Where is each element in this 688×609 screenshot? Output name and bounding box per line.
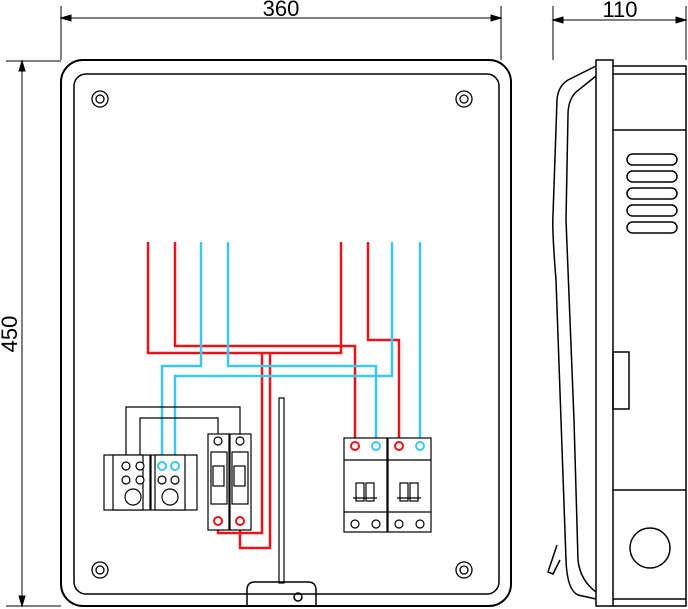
depth-dimension-label: 110	[602, 0, 637, 22]
live-wires	[146, 242, 401, 550]
width-dimension-label: 360	[263, 0, 300, 21]
front-view	[60, 59, 512, 607]
screw-icon	[455, 561, 473, 579]
link-wires	[125, 406, 241, 463]
screw-icon	[91, 561, 109, 579]
circuit-breaker-icon	[343, 437, 388, 533]
bottom-latch	[246, 581, 317, 606]
dimension-width	[59, 6, 503, 60]
screw-icon	[455, 90, 473, 108]
wire-terminals	[157, 441, 425, 526]
center-rail	[278, 397, 285, 584]
terminal-block-icon	[103, 454, 151, 511]
neutral-wires	[160, 242, 422, 463]
circuit-breaker-icon	[207, 433, 252, 531]
dimension-height	[6, 59, 61, 608]
screw-icon	[91, 90, 109, 108]
circuit-breaker-icon	[387, 437, 432, 533]
dimension-depth	[551, 6, 688, 60]
side-view	[547, 59, 687, 607]
vent-slot-icon	[626, 153, 678, 234]
height-dimension-label: 450	[0, 316, 22, 353]
terminal-block-icon	[150, 454, 198, 511]
